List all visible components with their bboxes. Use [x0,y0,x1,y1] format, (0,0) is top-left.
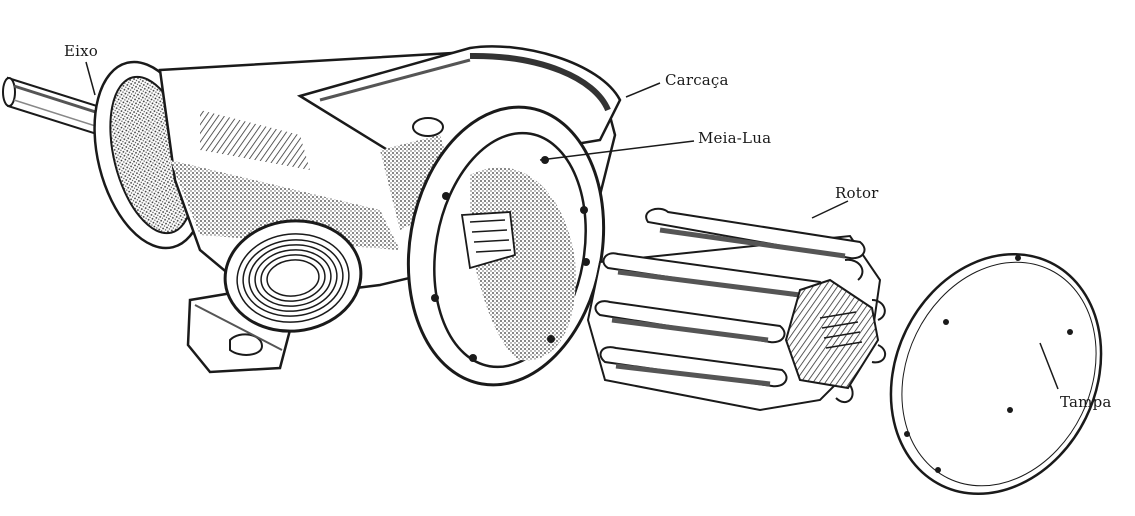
label-shaft: Eixo [64,42,99,60]
cover-plate [889,252,1103,496]
leader-shaft [85,61,96,96]
front-flange [406,105,606,387]
label-half-moon: Meia-Lua [698,129,772,147]
leader-rotor [811,200,849,219]
leader-housing [625,82,661,98]
leader-lines [85,61,1059,390]
label-cover: Tampa [1060,393,1112,411]
leader-half-moon [539,140,695,161]
label-rotor: Rotor [835,184,879,202]
leader-cover [1039,342,1059,390]
threaded-port [223,219,363,333]
label-housing: Carcaça [665,71,729,89]
rotor [586,207,887,412]
